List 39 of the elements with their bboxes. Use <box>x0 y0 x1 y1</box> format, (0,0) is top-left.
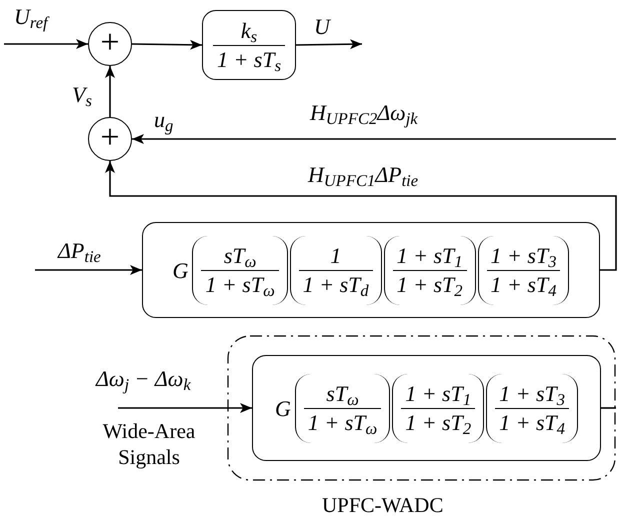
signal-label: u$_{g}$ <box>154 106 174 134</box>
gain-symbol: G <box>274 394 291 422</box>
fraction-numerator: sT$_{ω}$ <box>222 242 258 270</box>
fraction-numerator: 1 + sT$_{1}$ <box>404 380 472 408</box>
fraction-numerator: 1 + sT$_{3}$ <box>498 380 566 408</box>
transfer-function-block <box>142 222 600 318</box>
input-caption: Wide-Area Signals <box>102 418 196 470</box>
fraction-denominator: 1 + sT$_{s}$ <box>216 46 282 74</box>
edge-label: H$_{UPFC1}$ΔP$_{tie}$ <box>308 164 418 186</box>
fraction-numerator: 1 + sT$_{1}$ <box>396 242 464 270</box>
fraction-denominator: 1 + sT$_{d}$ <box>302 270 370 298</box>
fraction-numerator: k$_{s}$ <box>240 16 258 44</box>
edge-label: V$_{s}$ <box>72 84 92 106</box>
transfer-function-block <box>252 355 601 461</box>
signal-arrow <box>132 134 616 144</box>
gain-symbol: G <box>172 256 188 284</box>
signal-arrow <box>132 40 202 50</box>
fraction-numerator: 1 + sT$_{3}$ <box>490 242 558 270</box>
fraction-denominator: 1 + sT$_{4}$ <box>498 408 566 436</box>
signal-arrow <box>105 161 617 271</box>
signal-arrow <box>296 39 362 50</box>
fraction-denominator: 1 + sT$_{4}$ <box>490 270 558 298</box>
transfer-function-block <box>202 10 296 80</box>
fraction-denominator: 1 + sT$_{ω}$ <box>204 270 276 298</box>
summing-junction: + <box>88 117 132 161</box>
fraction-numerator: 1 <box>329 242 342 270</box>
connector-line <box>601 407 616 409</box>
fraction-denominator: 1 + sT$_{2}$ <box>404 408 472 436</box>
group-title: UPFC-WADC <box>322 492 444 518</box>
signal-arrow <box>118 403 252 413</box>
edge-label: U <box>314 16 330 38</box>
summing-junction: + <box>88 22 132 66</box>
fraction-numerator: sT$_{ω}$ <box>325 380 360 408</box>
edge-label: ΔP$_{tie}$ <box>58 240 101 262</box>
fraction-denominator: 1 + sT$_{ω}$ <box>306 408 378 436</box>
signal-arrow <box>35 265 142 275</box>
signal-arrow <box>4 39 88 49</box>
signal-arrow <box>105 66 115 117</box>
fraction-denominator: 1 + sT$_{2}$ <box>396 270 464 298</box>
